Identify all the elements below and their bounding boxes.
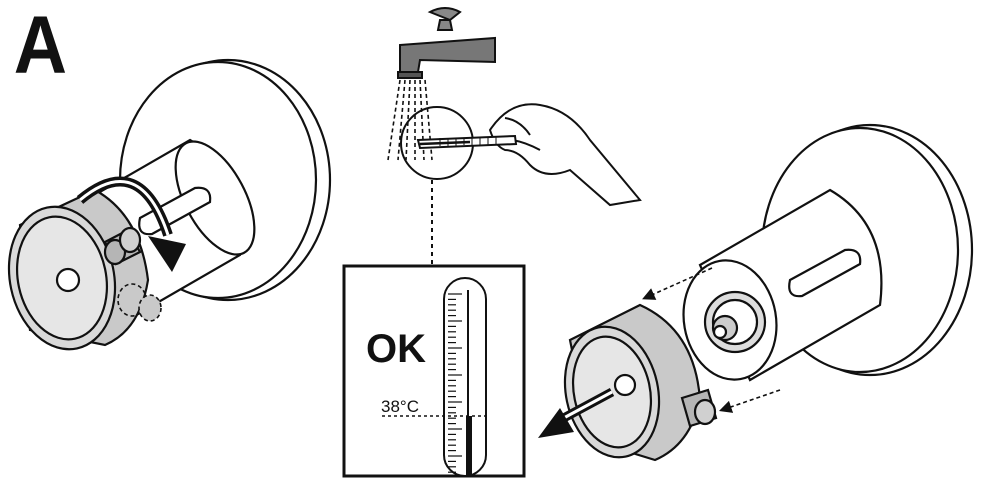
- thermometer-mercury: [466, 416, 472, 476]
- right-cap-spline: [615, 375, 635, 395]
- left-pin-target-fill: [139, 295, 161, 321]
- left-valve-assembly: [0, 60, 330, 359]
- left-spline-center: [57, 269, 79, 291]
- faucet: [398, 8, 495, 78]
- thermometer-tube: [444, 278, 486, 476]
- status-text: OK: [366, 327, 426, 371]
- tap-scene: [388, 8, 640, 265]
- thermometer-detail-box: OK 38°C: [344, 266, 524, 476]
- right-cap: [553, 305, 700, 466]
- temperature-text: 38°C: [381, 397, 419, 416]
